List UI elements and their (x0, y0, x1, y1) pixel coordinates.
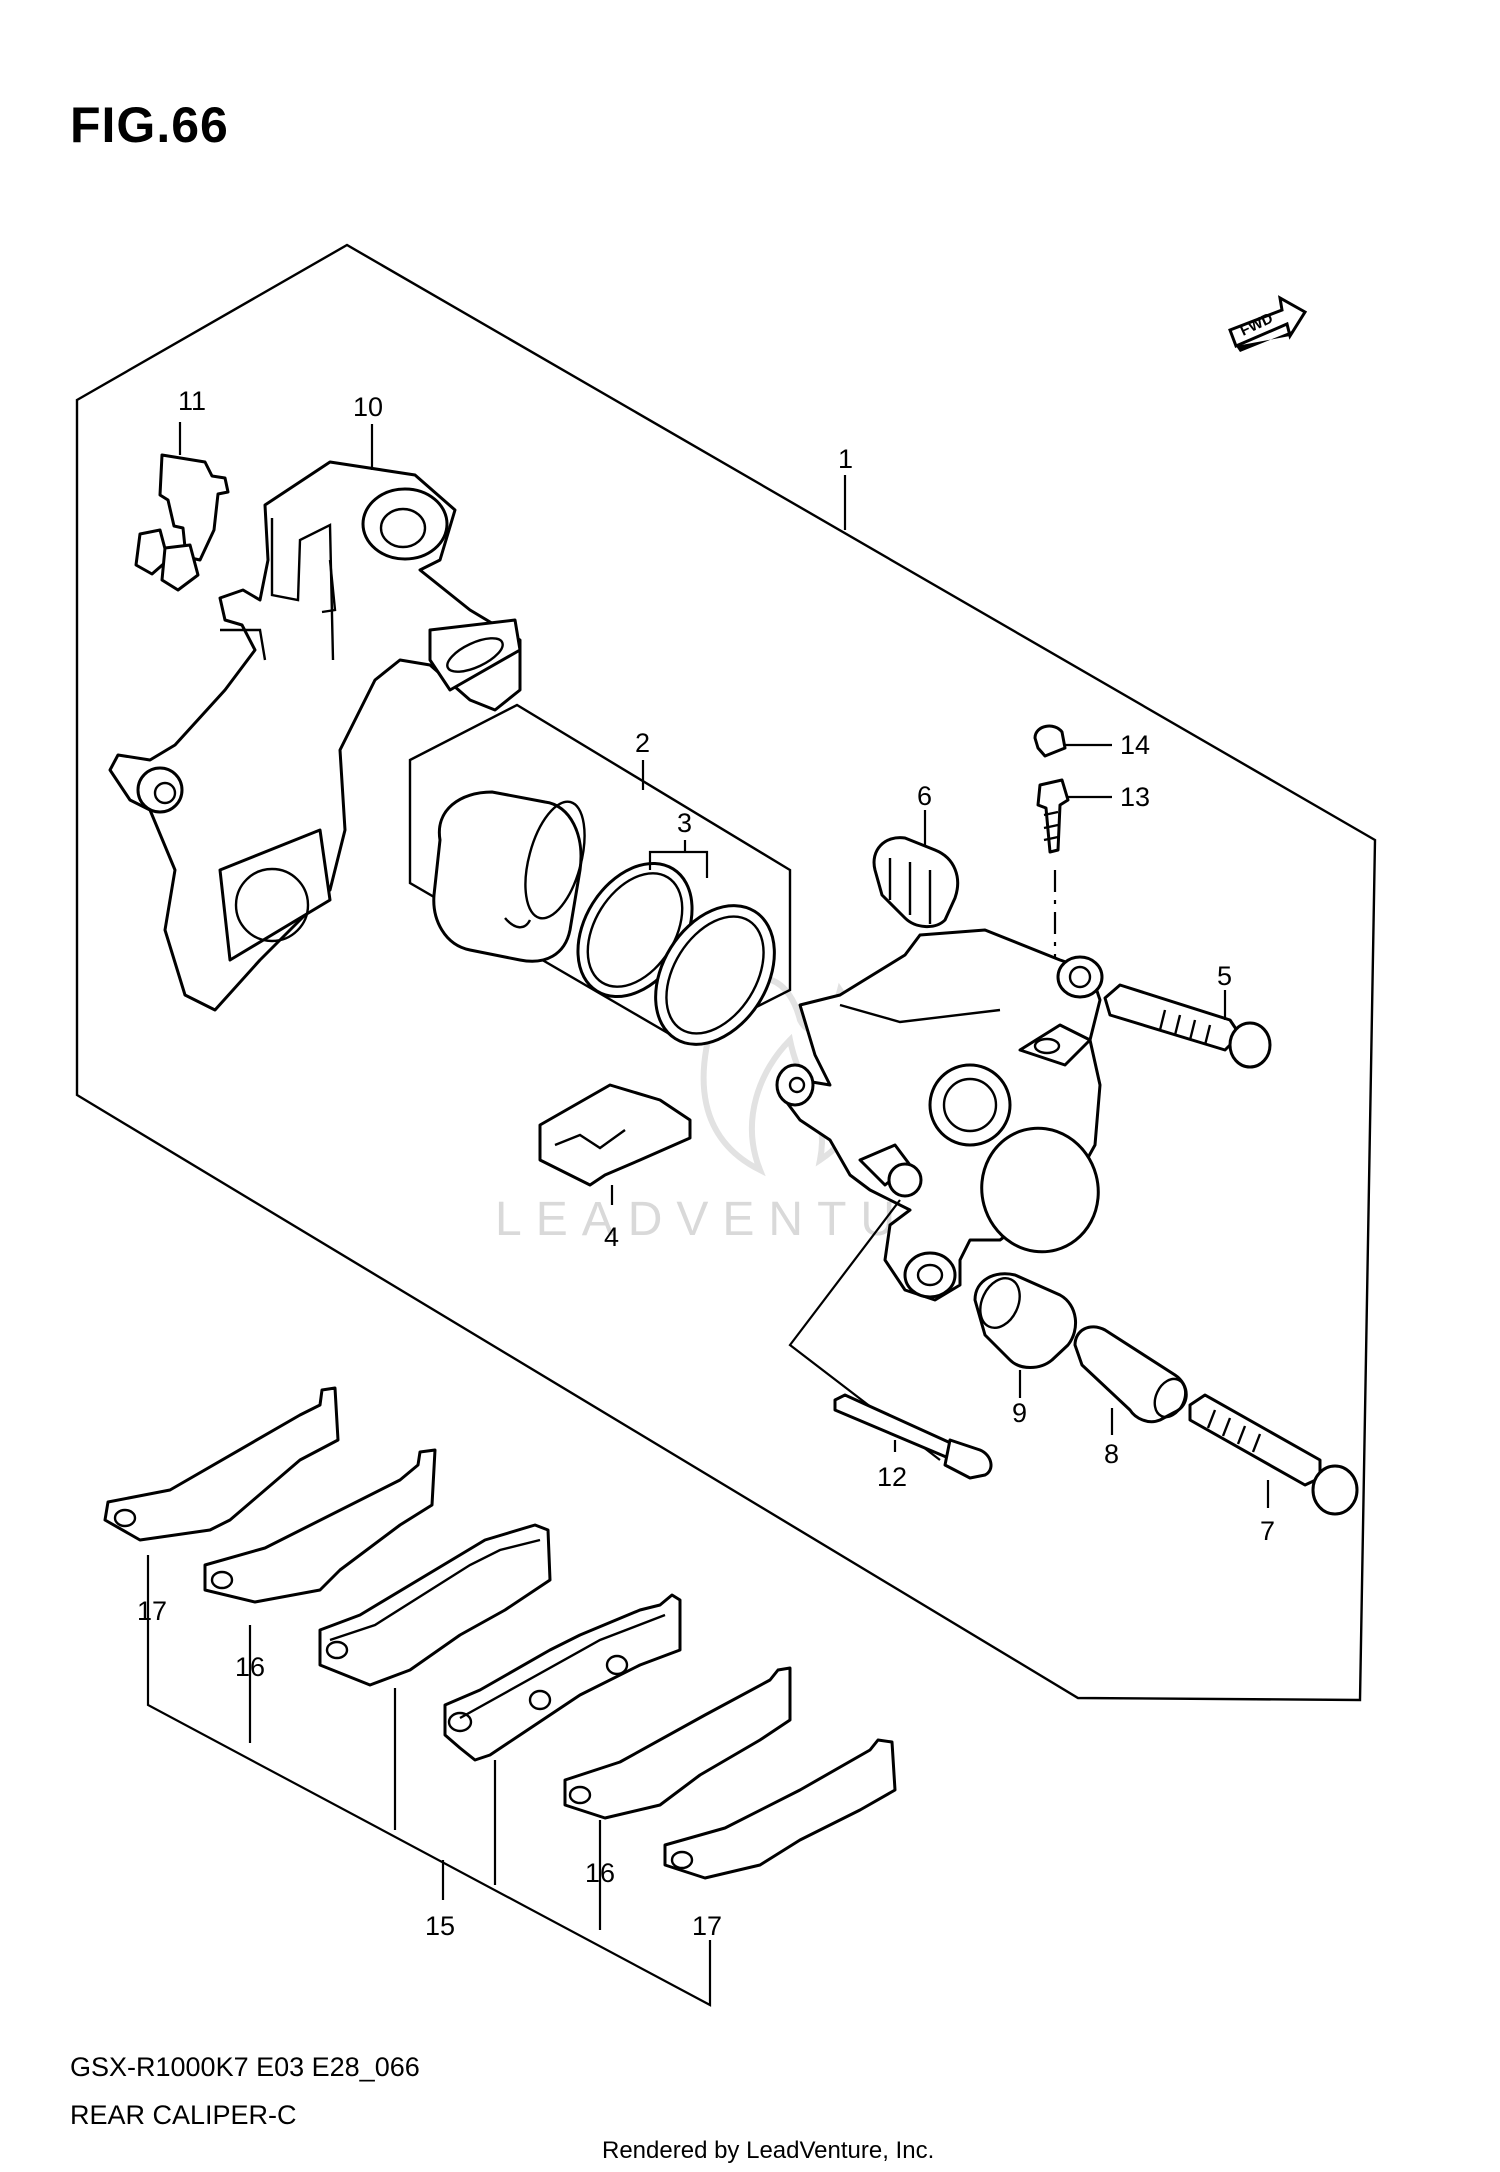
callout-17-right: 17 (692, 1911, 722, 1941)
pads-group-bracket (146, 1570, 712, 2007)
callout-16-left: 16 (235, 1652, 265, 1682)
callout-9: 9 (1012, 1398, 1027, 1428)
pad-spring (538, 1083, 692, 1187)
callout-4: 4 (604, 1222, 619, 1252)
brake-pad-left (318, 1523, 552, 1687)
dust-seal (654, 904, 776, 1046)
caliper-body (775, 928, 1104, 1302)
pin-boot-lower (973, 1272, 1078, 1369)
assembly-outline (75, 243, 1377, 1702)
callout-16-right: 16 (585, 1858, 615, 1888)
bleeder-cap (1033, 724, 1067, 758)
callout-7: 7 (1260, 1516, 1275, 1546)
callout-5: 5 (1217, 961, 1232, 991)
mounting-bolt-lower (1188, 1393, 1359, 1516)
piston-kit-box (408, 703, 792, 1045)
callout-3: 3 (677, 808, 692, 838)
figure-title: FIG.66 (70, 97, 229, 153)
pad-spring-clip (134, 453, 230, 592)
pin-boot-upper (872, 836, 960, 928)
brake-pad-right (443, 1593, 682, 1762)
rendered-by-credit: Rendered by LeadVenture, Inc. (602, 2137, 935, 2164)
callout-15: 15 (425, 1911, 455, 1941)
callout-14: 14 (1120, 730, 1150, 760)
callout-11: 11 (178, 386, 206, 416)
section-name: REAR CALIPER-C (70, 2100, 297, 2130)
callout-6: 6 (917, 781, 932, 811)
pad-shim-inner-right (563, 1666, 792, 1820)
pad-shim-inner-left (203, 1448, 437, 1604)
callout-2: 2 (635, 728, 650, 758)
callout-17-left: 17 (137, 1596, 167, 1626)
callout-8: 8 (1104, 1439, 1119, 1469)
callout-13: 13 (1120, 782, 1150, 812)
piston (432, 790, 586, 963)
caliper-bracket (108, 460, 522, 1012)
model-code: GSX-R1000K7 E03 E28_066 (70, 2052, 420, 2082)
pad-shim-outer-left (103, 1386, 340, 1542)
slide-pin-sleeve (1073, 1325, 1188, 1424)
callout-12: 12 (877, 1462, 907, 1492)
callout-10: 10 (353, 392, 383, 422)
pad-pin (833, 1393, 993, 1480)
callout-1: 1 (838, 444, 853, 474)
bleeder-valve (1036, 778, 1070, 854)
mounting-bolt-upper (1103, 983, 1272, 1069)
pad-shim-outer-right (663, 1738, 897, 1880)
fwd-arrow-icon: FWD (1228, 295, 1308, 352)
